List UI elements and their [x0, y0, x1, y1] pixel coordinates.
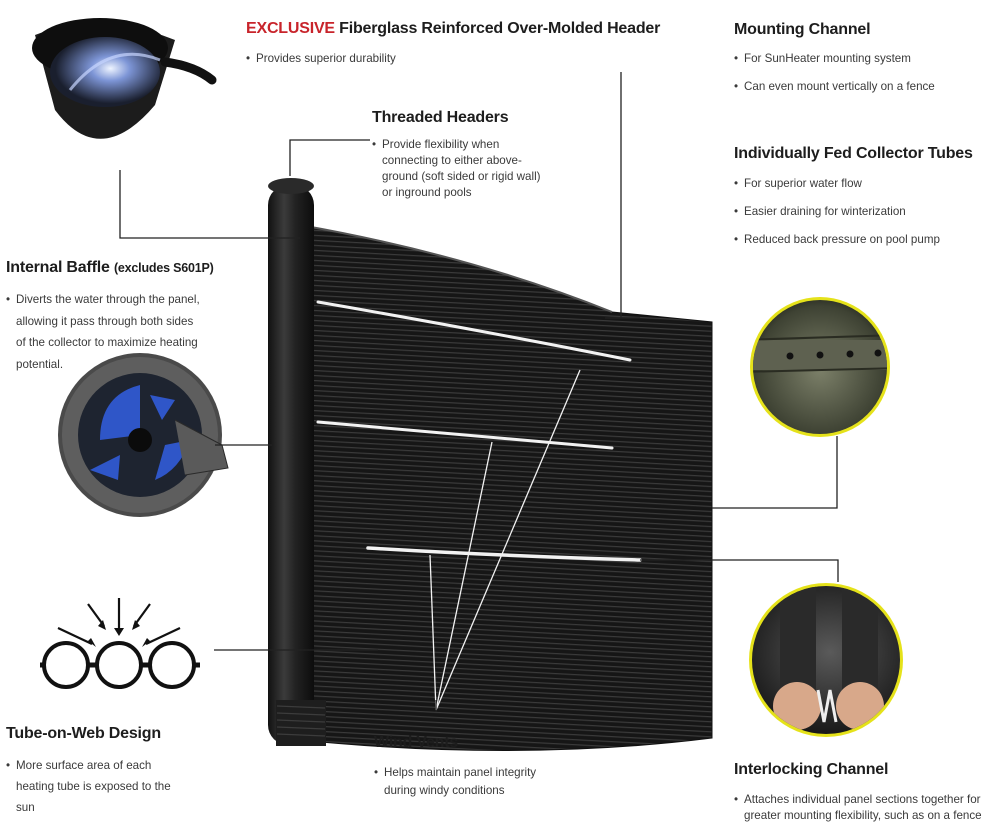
internal-baffle-bullets: Diverts the water through the panel, all…: [6, 289, 204, 375]
header-bullet-1: Provides superior durability: [246, 51, 606, 67]
collector-tubes-title: Individually Fed Collector Tubes: [734, 145, 973, 162]
wind-vent-pointer-lines: [429, 369, 581, 711]
interlocking-channel-image: [749, 583, 903, 737]
mounting-channel-title: Mounting Channel: [734, 21, 871, 38]
leader-lines: [119, 72, 839, 651]
internal-baffle-note: (excludes S601P): [113, 261, 214, 275]
tube-on-web-bullets: More surface area of each heating tube i…: [6, 755, 191, 818]
header-callout-title: EXCLUSIVE Fiberglass Reinforced Over-Mol…: [246, 20, 660, 38]
tube-on-web-bullet-1: More surface area of each heating tube i…: [6, 755, 191, 818]
interlocking-channel-title: Interlocking Channel: [734, 761, 889, 778]
threaded-bullet-1: Provide flexibility when connecting to e…: [372, 137, 542, 201]
header-pipe: [268, 178, 326, 746]
interlocking-channel-bullets: Attaches individual panel sections toget…: [734, 792, 1000, 824]
header-callout-title-text: Fiberglass Reinforced Over-Molded Header: [334, 20, 661, 37]
collector-tubes-bullets: For superior water flow Easier draining …: [734, 176, 994, 260]
wind-vent-1: [316, 300, 632, 362]
collector-bullet-3: Reduced back pressure on pool pump: [734, 232, 994, 248]
internal-baffle-image: [58, 353, 229, 517]
wind-vents-title: Wind Vents: [374, 734, 459, 751]
mounting-channel-image: [750, 297, 890, 437]
internal-baffle-title: Internal Baffle (excludes S601P): [6, 259, 214, 277]
header-callout-bullets: Provides superior durability: [246, 51, 606, 79]
wind-vents-bullet-1: Helps maintain panel integrity during wi…: [374, 764, 544, 800]
tube-on-web-title: Tube-on-Web Design: [6, 725, 161, 742]
header-cutaway-image: [32, 18, 217, 139]
exclusive-label: EXCLUSIVE: [246, 20, 335, 37]
collector-bullet-1: For superior water flow: [734, 176, 994, 192]
baffle-bullet-1: Diverts the water through the panel, all…: [6, 289, 204, 375]
interlocking-bullet-1: Attaches individual panel sections toget…: [734, 792, 1000, 824]
threaded-headers-title: Threaded Headers: [372, 109, 509, 126]
wind-vent-2: [316, 420, 614, 450]
internal-baffle-title-text: Internal Baffle: [6, 259, 110, 276]
threaded-headers-bullets: Provide flexibility when connecting to e…: [372, 137, 542, 201]
mounting-bullet-1: For SunHeater mounting system: [734, 51, 994, 67]
collector-panel: [299, 224, 713, 752]
mounting-channel-bullets: For SunHeater mounting system Can even m…: [734, 51, 994, 107]
tube-on-web-diagram: [40, 598, 200, 689]
wind-vents-bullets: Helps maintain panel integrity during wi…: [374, 764, 544, 800]
mounting-bullet-2: Can even mount vertically on a fence: [734, 79, 994, 95]
collector-bullet-2: Easier draining for winterization: [734, 204, 994, 220]
